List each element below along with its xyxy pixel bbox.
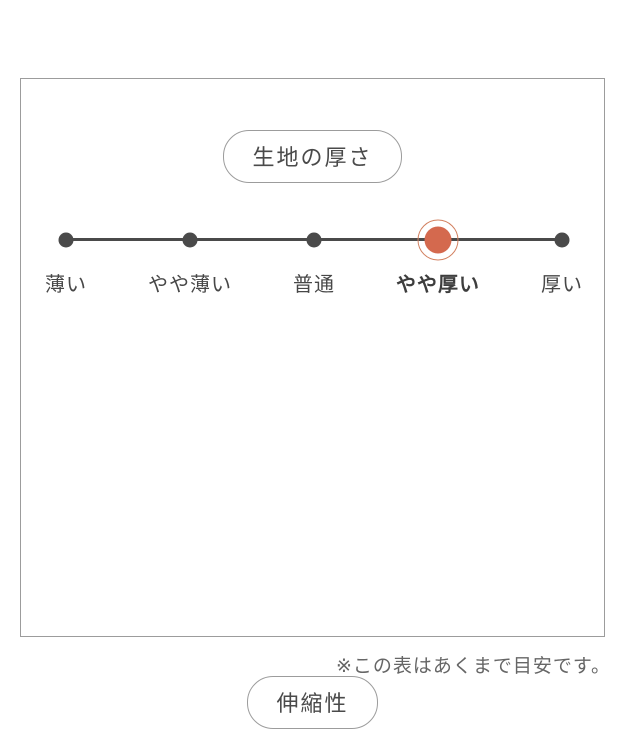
scale-tick-label: 薄い <box>45 274 87 296</box>
scale-dot <box>182 232 198 247</box>
scale-tick-label: やや厚い <box>396 274 480 296</box>
scale-tick-label: やや薄い <box>148 274 232 296</box>
scale-tick-label: 厚い <box>541 274 583 296</box>
stretch-title-pill: 伸縮性 <box>247 676 378 729</box>
scale-tick-label: 普通 <box>293 274 335 296</box>
selected-marker <box>417 219 459 260</box>
disclaimer-note: ※この表はあくまで目安です。 <box>335 656 611 677</box>
scale-dot <box>306 232 322 247</box>
scale-dot <box>58 232 74 247</box>
thickness-title-row: 生地の厚さ <box>21 130 604 183</box>
scale-track: 薄い やや薄い 普通 やや厚い 厚い <box>45 219 582 296</box>
thickness-title-pill: 生地の厚さ <box>223 130 402 183</box>
stretch-title-row: 伸縮性 <box>21 676 604 729</box>
scale-dot <box>554 232 570 247</box>
